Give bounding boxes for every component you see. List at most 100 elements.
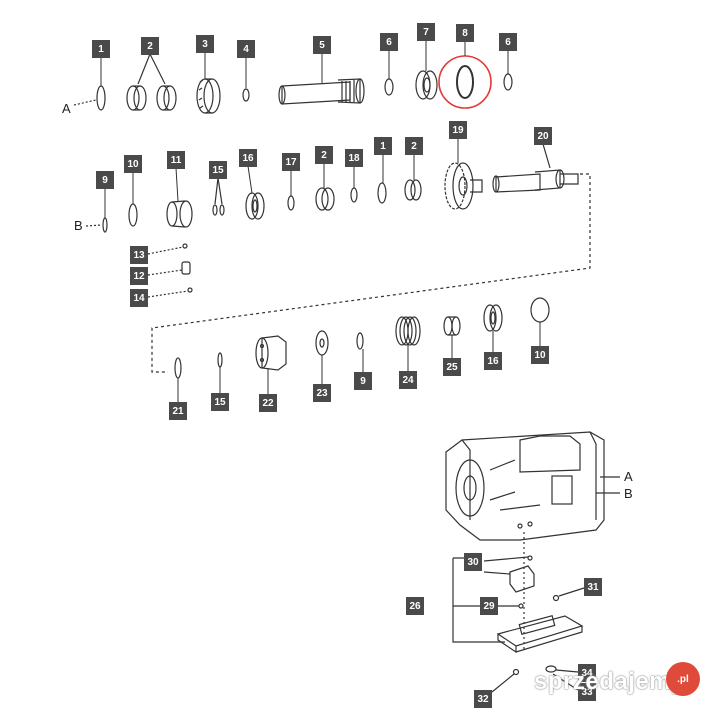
part-8-circlip (456, 65, 474, 99)
callout-2c: 2 (405, 137, 423, 155)
callout-1: 1 (92, 40, 110, 58)
part-9-ring (102, 217, 108, 233)
leader-2a (137, 53, 151, 85)
callout-13: 13 (130, 246, 148, 264)
leader-a-row1 (73, 99, 97, 106)
leader-14 (147, 290, 189, 298)
callout-10b: 10 (531, 346, 549, 364)
leader-33 (552, 673, 579, 691)
part-34-washer (545, 665, 557, 673)
callout-30: 30 (464, 553, 482, 571)
callout-23: 23 (313, 384, 331, 402)
callout-2: 2 (141, 37, 159, 55)
leader-15a (214, 177, 219, 205)
callout-33: 33 (578, 683, 596, 701)
part-23-washer (315, 330, 329, 356)
callout-15: 15 (209, 161, 227, 179)
part-2c-bearing (404, 179, 422, 201)
part-11-hub (166, 200, 193, 228)
callout-15b: 15 (211, 393, 229, 411)
part-22-housing (255, 335, 287, 371)
leader-34 (555, 669, 579, 673)
watermark-badge: .pl (666, 662, 700, 696)
part-16b-bearing (483, 304, 503, 332)
part-8-highlight-circle (438, 55, 492, 109)
part-20-shaft (492, 169, 579, 193)
ref-letter-b-row2: B (74, 218, 83, 233)
ref-letter-a-row1: A (62, 101, 71, 116)
callout-25: 25 (443, 358, 461, 376)
part-24-spring (395, 316, 421, 346)
part-4-ring (242, 88, 250, 102)
leader-13 (147, 246, 184, 255)
callout-10: 10 (124, 155, 142, 173)
callout-2b: 2 (315, 146, 333, 164)
callout-22: 22 (259, 394, 277, 412)
callout-32: 32 (474, 690, 492, 708)
callout-9b: 9 (354, 372, 372, 390)
part-17-ring (287, 195, 295, 211)
callout-16: 16 (239, 149, 257, 167)
part-32-bolt (512, 668, 520, 676)
part-25-sleeve (443, 316, 461, 336)
callout-9: 9 (96, 171, 114, 189)
part-6-ring (384, 78, 394, 96)
transmission-housing (445, 431, 605, 541)
routing-dashed-line (151, 173, 591, 373)
callout-7: 7 (417, 23, 435, 41)
part-9b-ring (356, 332, 364, 350)
part-10-ring (128, 203, 138, 227)
callout-16b: 16 (484, 352, 502, 370)
callout-leaders (100, 40, 541, 402)
part-15b-ring (217, 352, 223, 368)
callout-14: 14 (130, 289, 148, 307)
watermark-text: sprzedajemy (534, 668, 685, 695)
part-13-ball (182, 243, 188, 249)
callout-26: 26 (406, 597, 424, 615)
callout-31: 31 (584, 578, 602, 596)
part-21-ring (174, 357, 182, 379)
part-15-pins (212, 204, 225, 216)
callout-21: 21 (169, 402, 187, 420)
part-31-plug (552, 594, 560, 602)
callout-3: 3 (196, 35, 214, 53)
part-1-ring (96, 85, 106, 111)
part-19-gear (444, 162, 483, 210)
part-6b-ring (503, 73, 513, 91)
callout-6b: 6 (499, 33, 517, 51)
leader-2b (149, 53, 166, 85)
leader-32 (491, 673, 515, 693)
callout-6: 6 (380, 33, 398, 51)
callout-34: 34 (578, 664, 596, 682)
leader-b-row2 (85, 224, 103, 227)
callout-19: 19 (449, 121, 467, 139)
part-30-bracket (509, 555, 535, 593)
part-12-spring (181, 261, 191, 275)
callout-1b: 1 (374, 137, 392, 155)
callout-17: 17 (282, 153, 300, 171)
bracket-26-lines (452, 557, 505, 643)
part-18-ring (350, 187, 358, 203)
leader-30-b (483, 571, 511, 575)
part-14-ball (187, 287, 193, 293)
callout-29: 29 (480, 597, 498, 615)
leader-12 (147, 269, 183, 276)
leader-31 (558, 587, 585, 597)
part-7-bearing (415, 70, 438, 100)
part-5-shaft (278, 78, 365, 105)
callout-18: 18 (345, 149, 363, 167)
callout-4: 4 (237, 40, 255, 58)
part-29-plug (518, 603, 524, 609)
callout-11: 11 (167, 151, 185, 169)
ref-letter-a-housing: A (624, 469, 633, 484)
ref-letter-b-housing: B (624, 486, 633, 501)
leader-15b (217, 177, 223, 205)
leader-30-a (483, 556, 529, 562)
leader-20 (542, 143, 551, 169)
part-1b-ring (377, 182, 387, 204)
part-10b-ring (530, 297, 550, 323)
callout-20: 20 (534, 127, 552, 145)
callout-24: 24 (399, 371, 417, 389)
